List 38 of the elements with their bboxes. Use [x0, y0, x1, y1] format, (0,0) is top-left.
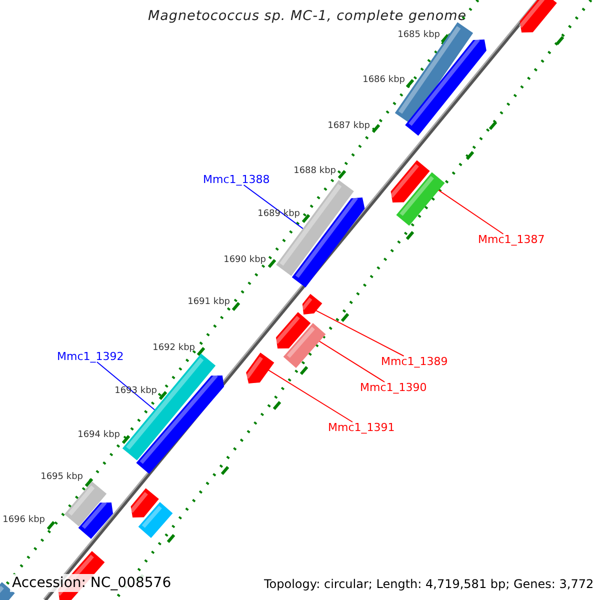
- gene-feature: [274, 312, 311, 348]
- tick-label: 1696 kbp: [2, 516, 45, 525]
- gene-feature: [396, 172, 445, 226]
- leader-line: [268, 369, 353, 422]
- gene-feature: [405, 38, 486, 136]
- gene-feature: [64, 482, 107, 526]
- gene-label: Mmc1_1388: [203, 174, 270, 185]
- tick-label: 1687 kbp: [328, 122, 370, 131]
- gene-feature: [390, 160, 430, 203]
- gene-label: Mmc1_1391: [328, 422, 395, 433]
- tick-label: 1694 kbp: [78, 431, 120, 440]
- tick-label: 1689 kbp: [258, 210, 300, 219]
- gene-label: Mmc1_1387: [478, 234, 545, 245]
- gene-feature: [136, 374, 224, 474]
- gene-feature: [130, 488, 159, 518]
- tick-label: 1688 kbp: [294, 167, 336, 176]
- leader-line: [243, 184, 304, 230]
- tick-label: 1690 kbp: [224, 256, 266, 265]
- tick-label: 1692 kbp: [152, 344, 195, 353]
- footer-text: Accession: NC_008576: [10, 574, 174, 592]
- gene-feature: [78, 500, 114, 539]
- tick-label: 1686 kbp: [362, 76, 405, 85]
- gene-label: Mmc1_1390: [360, 382, 427, 393]
- leader-line: [438, 190, 504, 234]
- gene-feature: [283, 323, 326, 368]
- gene-feature: [138, 502, 173, 538]
- tick-label: 1691 kbp: [188, 298, 230, 307]
- leader-line: [315, 310, 404, 356]
- leader-line: [318, 340, 386, 382]
- gene-feature: [245, 352, 274, 384]
- gene-label: Mmc1_1389: [381, 356, 448, 367]
- tick-label: 1685 kbp: [398, 31, 440, 40]
- map-title: Magnetococcus sp. MC-1, complete genome: [148, 10, 467, 24]
- gene-label: Mmc1_1392: [57, 351, 124, 362]
- leader-line: [96, 362, 156, 410]
- gene-feature: [301, 294, 322, 315]
- gene-feature: [518, 0, 557, 33]
- tick-label: 1695 kbp: [40, 473, 83, 482]
